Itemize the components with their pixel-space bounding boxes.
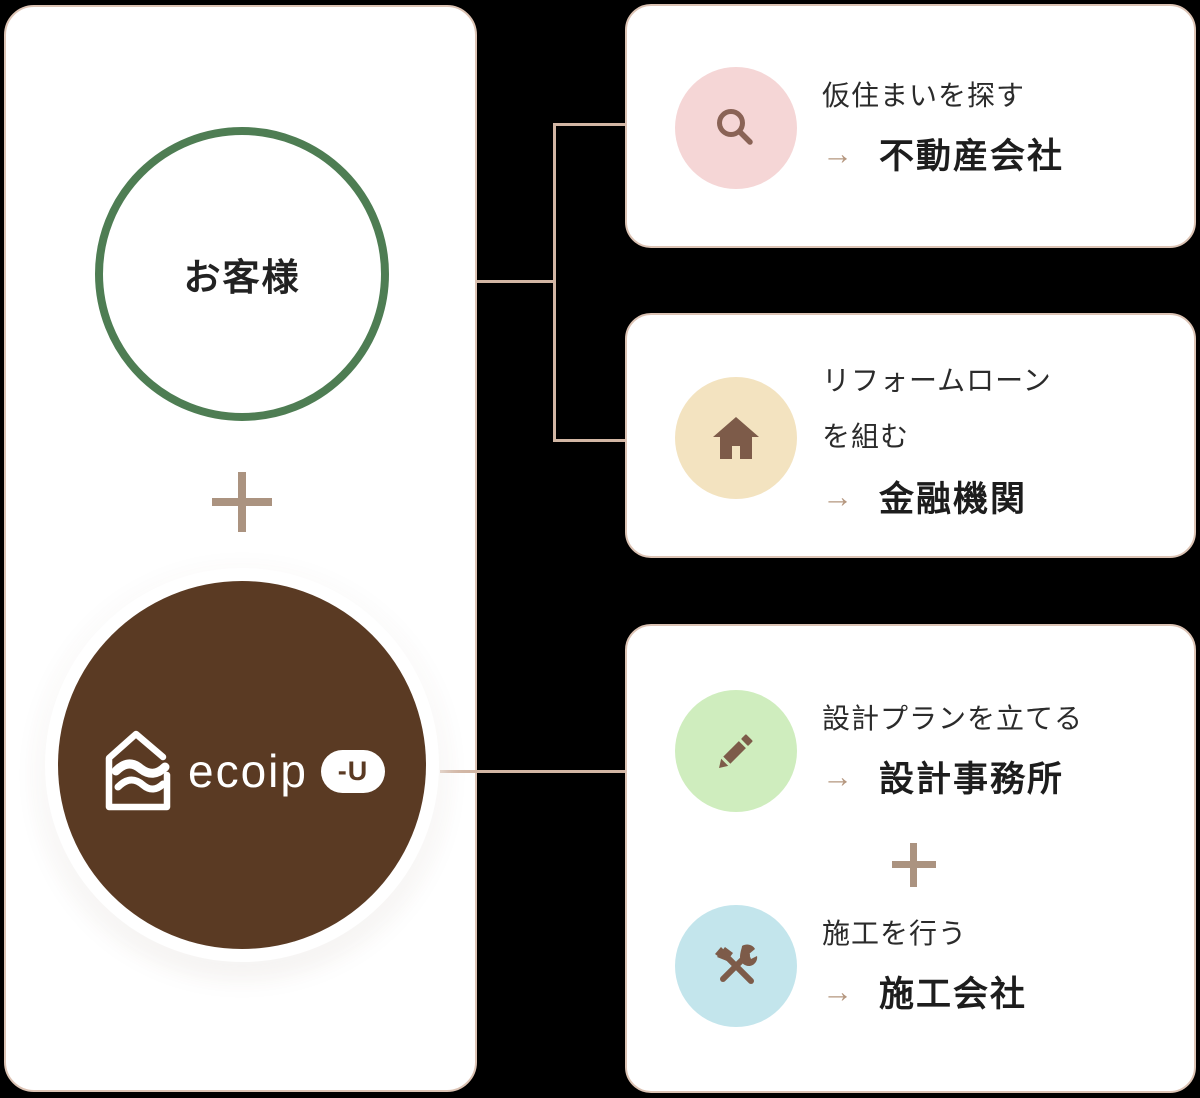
connector-vertical-line bbox=[553, 123, 556, 442]
brand-logo: ecoip -U bbox=[99, 727, 385, 815]
partner-label: 施工会社 bbox=[879, 974, 1028, 1014]
connector-to-card3-line bbox=[440, 770, 625, 773]
customer-circle: お客様 bbox=[95, 127, 389, 421]
partner-row: → 不動産会社 bbox=[822, 128, 1064, 179]
action-label: 設計プランを立てる bbox=[822, 703, 1084, 735]
arrow-icon: → bbox=[822, 479, 853, 514]
brand-name: ecoip bbox=[188, 745, 308, 797]
action-label-line1: リフォームローン bbox=[822, 365, 1052, 396]
partner-label: 設計事務所 bbox=[879, 759, 1065, 799]
card-finance: リフォームローン を組む → 金融機関 bbox=[625, 313, 1196, 558]
action-label: 施工を行う bbox=[822, 918, 968, 950]
partner-label: 金融機関 bbox=[879, 480, 1028, 519]
action-label: 仮住まいを探す bbox=[822, 80, 1026, 112]
arrow-icon: → bbox=[822, 973, 853, 1009]
plus-icon bbox=[892, 843, 936, 887]
arrow-icon: → bbox=[822, 135, 853, 171]
real-estate-row: 仮住まいを探す → 不動産会社 bbox=[675, 6, 1064, 250]
partner-row: → 施工会社 bbox=[822, 966, 1027, 1017]
arrow-icon: → bbox=[822, 758, 853, 794]
partner-row: → 金融機関 bbox=[822, 471, 1052, 522]
card-real-estate: 仮住まいを探す → 不動産会社 bbox=[625, 4, 1196, 248]
tools-icon bbox=[715, 944, 758, 984]
action-label-line2: を組む bbox=[822, 421, 910, 452]
pencil-icon-circle bbox=[675, 690, 797, 812]
tools-icon-circle bbox=[675, 905, 797, 1027]
finance-row: リフォームローン を組む → 金融機関 bbox=[675, 315, 1052, 560]
pencil-icon bbox=[719, 734, 753, 768]
search-icon bbox=[717, 109, 753, 145]
home-icon bbox=[713, 416, 759, 459]
connector-stem-line bbox=[477, 280, 556, 283]
real-estate-text: 仮住まいを探す → 不動産会社 bbox=[822, 77, 1064, 179]
partner-label: 不動産会社 bbox=[879, 136, 1065, 176]
design-row: 設計プランを立てる → 設計事務所 bbox=[675, 690, 1083, 812]
customer-company-panel: お客様 ecoip -U bbox=[4, 5, 477, 1092]
card-design-construction: 設計プランを立てる → 設計事務所 bbox=[625, 624, 1196, 1093]
brand-badge: -U bbox=[320, 749, 385, 793]
house-wave-icon bbox=[105, 730, 171, 811]
partner-row: → 設計事務所 bbox=[822, 751, 1083, 802]
search-icon-circle bbox=[675, 67, 797, 189]
customer-label: お客様 bbox=[183, 257, 301, 298]
connector-to-card1-line bbox=[553, 123, 625, 126]
plus-icon bbox=[212, 472, 272, 532]
connector-to-card2-line bbox=[553, 439, 625, 442]
brand-circle: ecoip -U bbox=[58, 581, 426, 949]
construction-text: 施工を行う → 施工会社 bbox=[822, 915, 1027, 1017]
construction-row: 施工を行う → 施工会社 bbox=[675, 905, 1027, 1027]
finance-text: リフォームローン を組む → 金融機関 bbox=[822, 353, 1052, 522]
home-icon-circle bbox=[675, 376, 797, 499]
design-text: 設計プランを立てる → 設計事務所 bbox=[822, 700, 1083, 802]
